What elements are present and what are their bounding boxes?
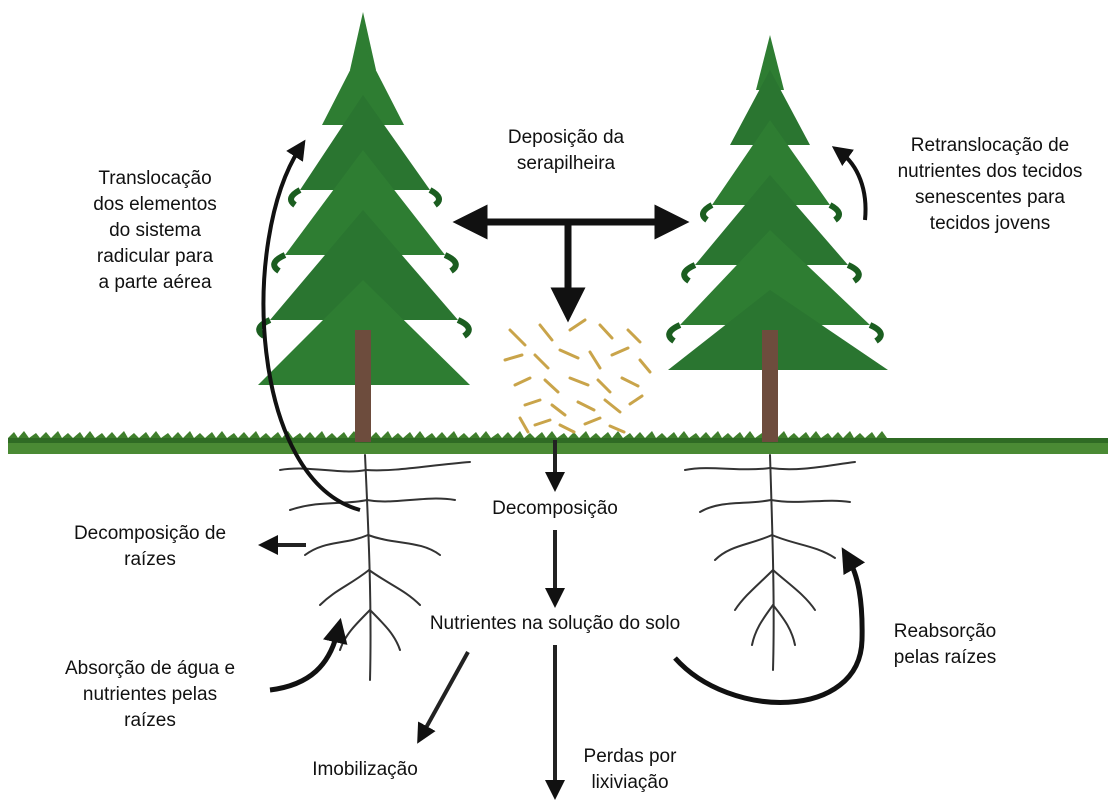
grass-ground (8, 431, 1108, 454)
label-absorcao-line1: Absorção de água e (35, 656, 265, 682)
label-decomp-raizes: Decomposição de raízes (45, 521, 255, 573)
arrow-retranslocation-curve (840, 152, 866, 220)
label-absorcao: Absorção de água e nutrientes pelas raíz… (35, 656, 265, 734)
arrow-to-immobilization (422, 652, 468, 735)
label-translocacao-line2: dos elementos (70, 192, 240, 218)
label-translocacao-line5: a parte aérea (70, 270, 240, 296)
label-retranslocacao: Retranslocação de nutrientes dos tecidos… (880, 133, 1100, 237)
label-absorcao-line2: nutrientes pelas (35, 682, 265, 708)
label-perdas: Perdas por lixiviação (565, 744, 695, 796)
label-reabsorcao-line2: pelas raízes (870, 645, 1020, 671)
label-decomposicao-text: Decomposição (470, 496, 640, 522)
label-imobilizacao-text: Imobilização (285, 757, 445, 783)
label-retranslocacao-line4: tecidos jovens (880, 211, 1100, 237)
right-roots (685, 455, 855, 670)
label-decomp-raizes-line1: Decomposição de (45, 521, 255, 547)
label-nutrientes: Nutrientes na solução do solo (395, 611, 715, 637)
label-retranslocacao-line1: Retranslocação de (880, 133, 1100, 159)
label-reabsorcao-line1: Reabsorção (870, 619, 1020, 645)
label-decomposicao: Decomposição (470, 496, 640, 522)
label-nutrientes-text: Nutrientes na solução do solo (395, 611, 715, 637)
left-roots (280, 455, 470, 680)
label-translocacao-line3: do sistema (70, 218, 240, 244)
label-deposicao-line1: Deposição da (486, 125, 646, 151)
label-reabsorcao: Reabsorção pelas raízes (870, 619, 1020, 671)
arrow-absorption-curve (270, 630, 338, 690)
label-translocacao: Translocação dos elementos do sistema ra… (70, 166, 240, 296)
right-tree (668, 35, 888, 442)
label-absorcao-line3: raízes (35, 708, 265, 734)
label-translocacao-line4: radicular para (70, 244, 240, 270)
label-decomp-raizes-line2: raízes (45, 547, 255, 573)
label-imobilizacao: Imobilização (285, 757, 445, 783)
label-deposicao: Deposição da serapilheira (486, 125, 646, 177)
left-tree (258, 12, 470, 442)
label-retranslocacao-line2: nutrientes dos tecidos (880, 159, 1100, 185)
label-perdas-line1: Perdas por (565, 744, 695, 770)
label-deposicao-line2: serapilheira (486, 151, 646, 177)
litter-pile (505, 320, 650, 432)
label-perdas-line2: lixiviação (565, 770, 695, 796)
label-retranslocacao-line3: senescentes para (880, 185, 1100, 211)
label-translocacao-line1: Translocação (70, 166, 240, 192)
